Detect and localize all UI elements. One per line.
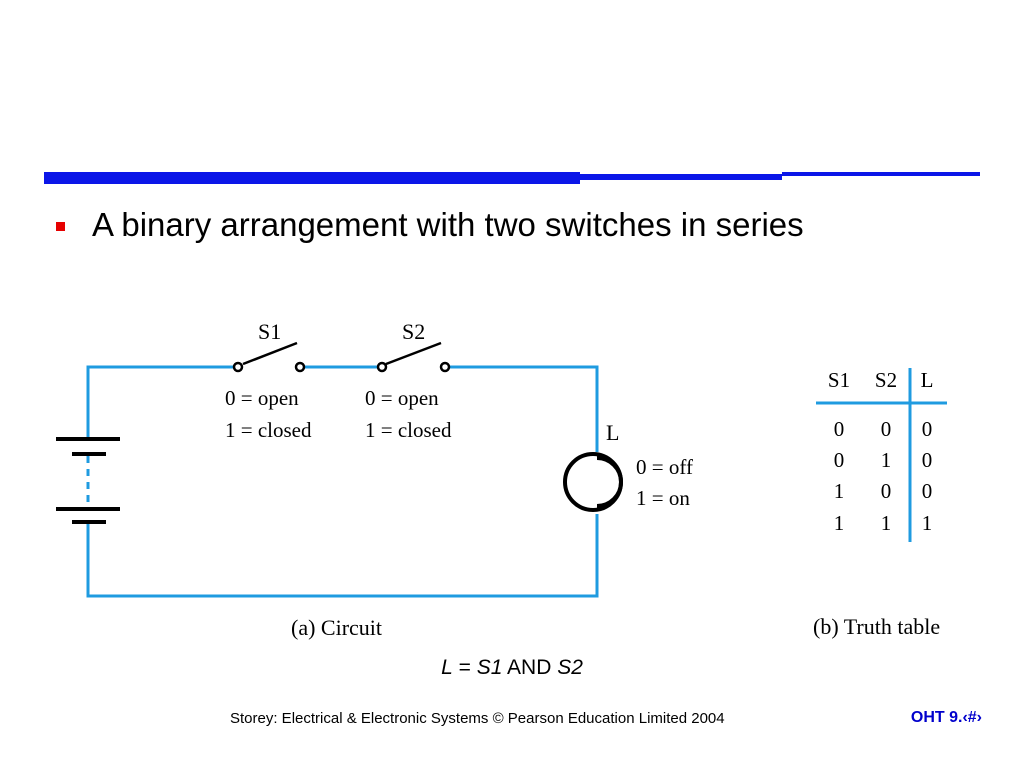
lamp-label: L (606, 420, 619, 445)
battery-symbol (56, 437, 120, 524)
truth-table-cell: 0 (834, 448, 845, 472)
truth-table-header: L (921, 368, 934, 392)
equation-operand-a: S1 (476, 656, 503, 679)
equation-lhs: L (441, 656, 453, 679)
truth-table-header: S2 (875, 368, 897, 392)
truth-table-caption: (b) Truth table (813, 614, 940, 639)
switch-s2 (376, 341, 451, 373)
equation-operand-b: S2 (557, 656, 583, 679)
footer-copyright: Storey: Electrical & Electronic Systems … (230, 710, 725, 727)
bullet-marker (56, 222, 65, 231)
truth-table-cell: 0 (881, 417, 892, 441)
lamp-state-on: 1 = on (636, 486, 690, 510)
lamp-state-off: 0 = off (636, 455, 693, 479)
s1-label: S1 (258, 319, 281, 344)
truth-table-cell: 1 (881, 448, 892, 472)
bullet-text: A binary arrangement with two switches i… (92, 206, 804, 243)
truth-table-cell: 1 (922, 511, 933, 535)
s2-label: S2 (402, 319, 425, 344)
truth-table-cell: 0 (922, 479, 933, 503)
truth-table-cell: 1 (834, 511, 845, 535)
header-rule-thick (44, 172, 580, 184)
truth-table-cell: 0 (881, 479, 892, 503)
logic-equation: L = S1 AND S2 (0, 656, 1024, 680)
header-rule-mid (580, 174, 782, 180)
header-rule-thin (782, 172, 980, 176)
truth-table (816, 368, 947, 542)
truth-table-cell: 0 (922, 448, 933, 472)
s1-state-closed: 1 = closed (225, 418, 312, 442)
circuit-wires (86, 365, 599, 598)
equation-equals: = (452, 656, 477, 679)
truth-table-header: S1 (828, 368, 850, 392)
equation-operator: AND (502, 656, 558, 679)
lamp-symbol (563, 452, 623, 512)
switch-s1 (232, 341, 306, 373)
s1-state-open: 0 = open (225, 386, 299, 410)
s2-state-closed: 1 = closed (365, 418, 452, 442)
truth-table-cell: 0 (922, 417, 933, 441)
circuit-caption: (a) Circuit (291, 615, 382, 640)
slide-number: OHT 9.‹#› (910, 709, 982, 726)
truth-table-cell: 1 (834, 479, 845, 503)
s2-state-open: 0 = open (365, 386, 439, 410)
truth-table-cell: 1 (881, 511, 892, 535)
truth-table-cell: 0 (834, 417, 845, 441)
